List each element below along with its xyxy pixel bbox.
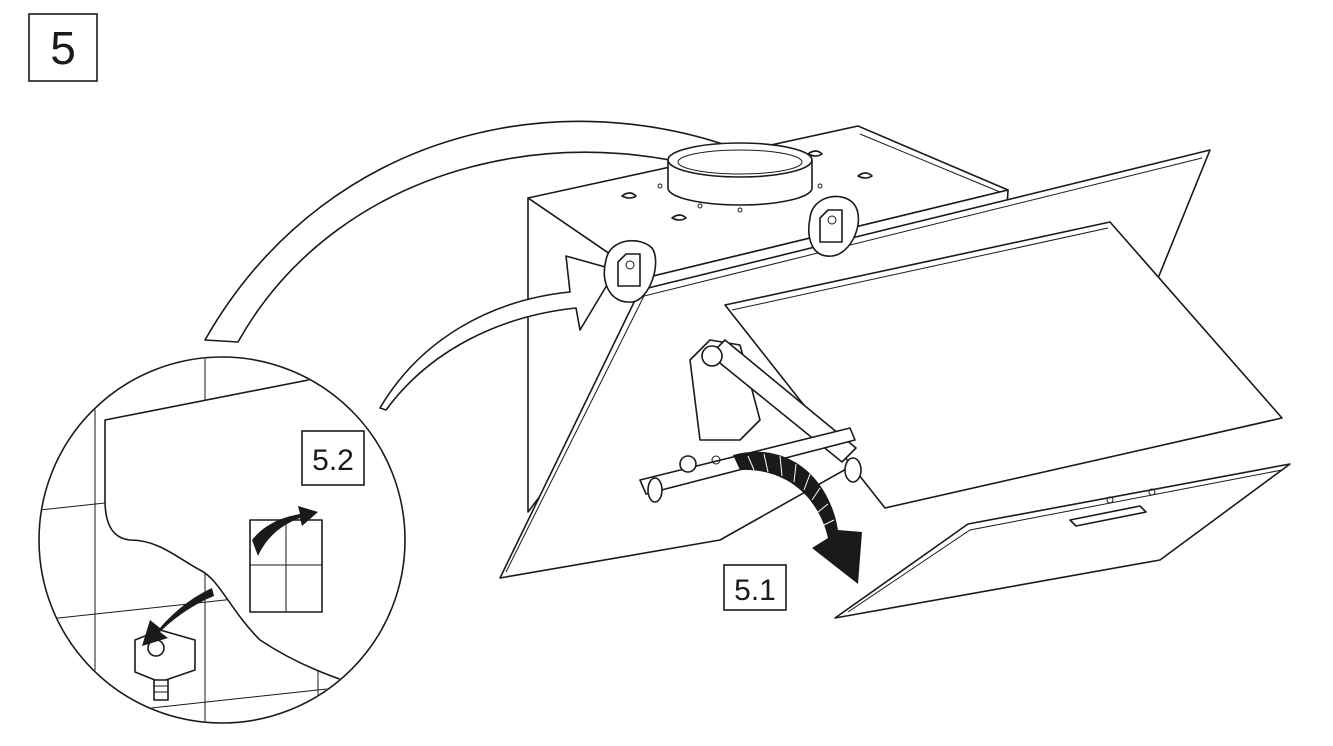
step-number-badge: 5 [28,13,98,82]
arrow-5-1 [733,451,862,584]
callout-5-1: 5.1 [723,564,787,611]
detail-circle [38,356,406,724]
right-bracket-highlight [808,195,860,257]
left-bracket-highlight [603,240,657,303]
callout-5-1-text: 5.1 [734,574,776,607]
callout-5-2-text: 5.2 [312,444,354,477]
step-number-text: 5 [50,22,76,74]
grease-filter [834,463,1291,619]
callout-5-2: 5.2 [301,430,365,486]
small-curved-arrow [379,255,617,411]
